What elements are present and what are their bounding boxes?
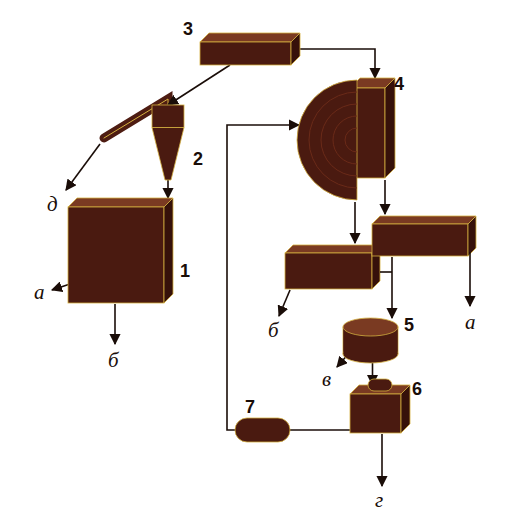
output-letter: в <box>322 369 331 390</box>
output-arrow <box>469 252 471 306</box>
callout-number: 3 <box>183 20 193 38</box>
flow-connector <box>227 125 299 430</box>
output-letter: а <box>465 312 476 333</box>
pump: 7 <box>235 418 290 442</box>
feed-hopper: 3 <box>200 33 300 65</box>
output-letter: б <box>268 320 279 341</box>
output-letter: д <box>47 194 58 215</box>
drum-separator: 4 <box>295 78 395 203</box>
thickener-shape <box>343 318 398 363</box>
drum-separator-shape <box>295 78 395 203</box>
output-letter: г <box>375 490 383 511</box>
callout-number: 7 <box>245 398 255 416</box>
flow-connector <box>300 49 375 78</box>
flow-connector <box>167 180 169 198</box>
output-letter: а <box>34 282 45 303</box>
settling-tank-shape <box>68 198 173 303</box>
cyclone: 2 <box>148 105 188 180</box>
output-letter: б <box>108 350 119 371</box>
flow-arrow <box>384 180 386 214</box>
settling-tank: 1 <box>68 198 173 303</box>
pump-shape <box>235 418 290 442</box>
flow-arrow <box>391 257 393 318</box>
output-arrow <box>66 144 100 190</box>
output-arrow <box>114 304 116 344</box>
thickener: 5 <box>343 318 398 363</box>
callout-number: 5 <box>404 316 414 334</box>
callout-number: 2 <box>193 150 203 168</box>
flow-arrow <box>354 202 356 243</box>
callout-number: 6 <box>412 380 422 398</box>
callout-number: 1 <box>180 262 190 280</box>
cyclone-shape <box>148 105 188 180</box>
output-arrow <box>381 434 383 486</box>
collector-box <box>285 245 380 289</box>
filter-unit-shape <box>350 385 410 433</box>
flow-connector <box>290 429 350 431</box>
feed-hopper-shape <box>200 33 300 65</box>
callout-number: 4 <box>394 75 404 93</box>
flow-connector <box>168 65 230 105</box>
output-arrow <box>279 290 290 316</box>
filter-unit: 6 <box>350 385 410 433</box>
collector-box <box>372 216 476 256</box>
merge-line <box>380 271 392 273</box>
output-arrow <box>52 284 70 290</box>
